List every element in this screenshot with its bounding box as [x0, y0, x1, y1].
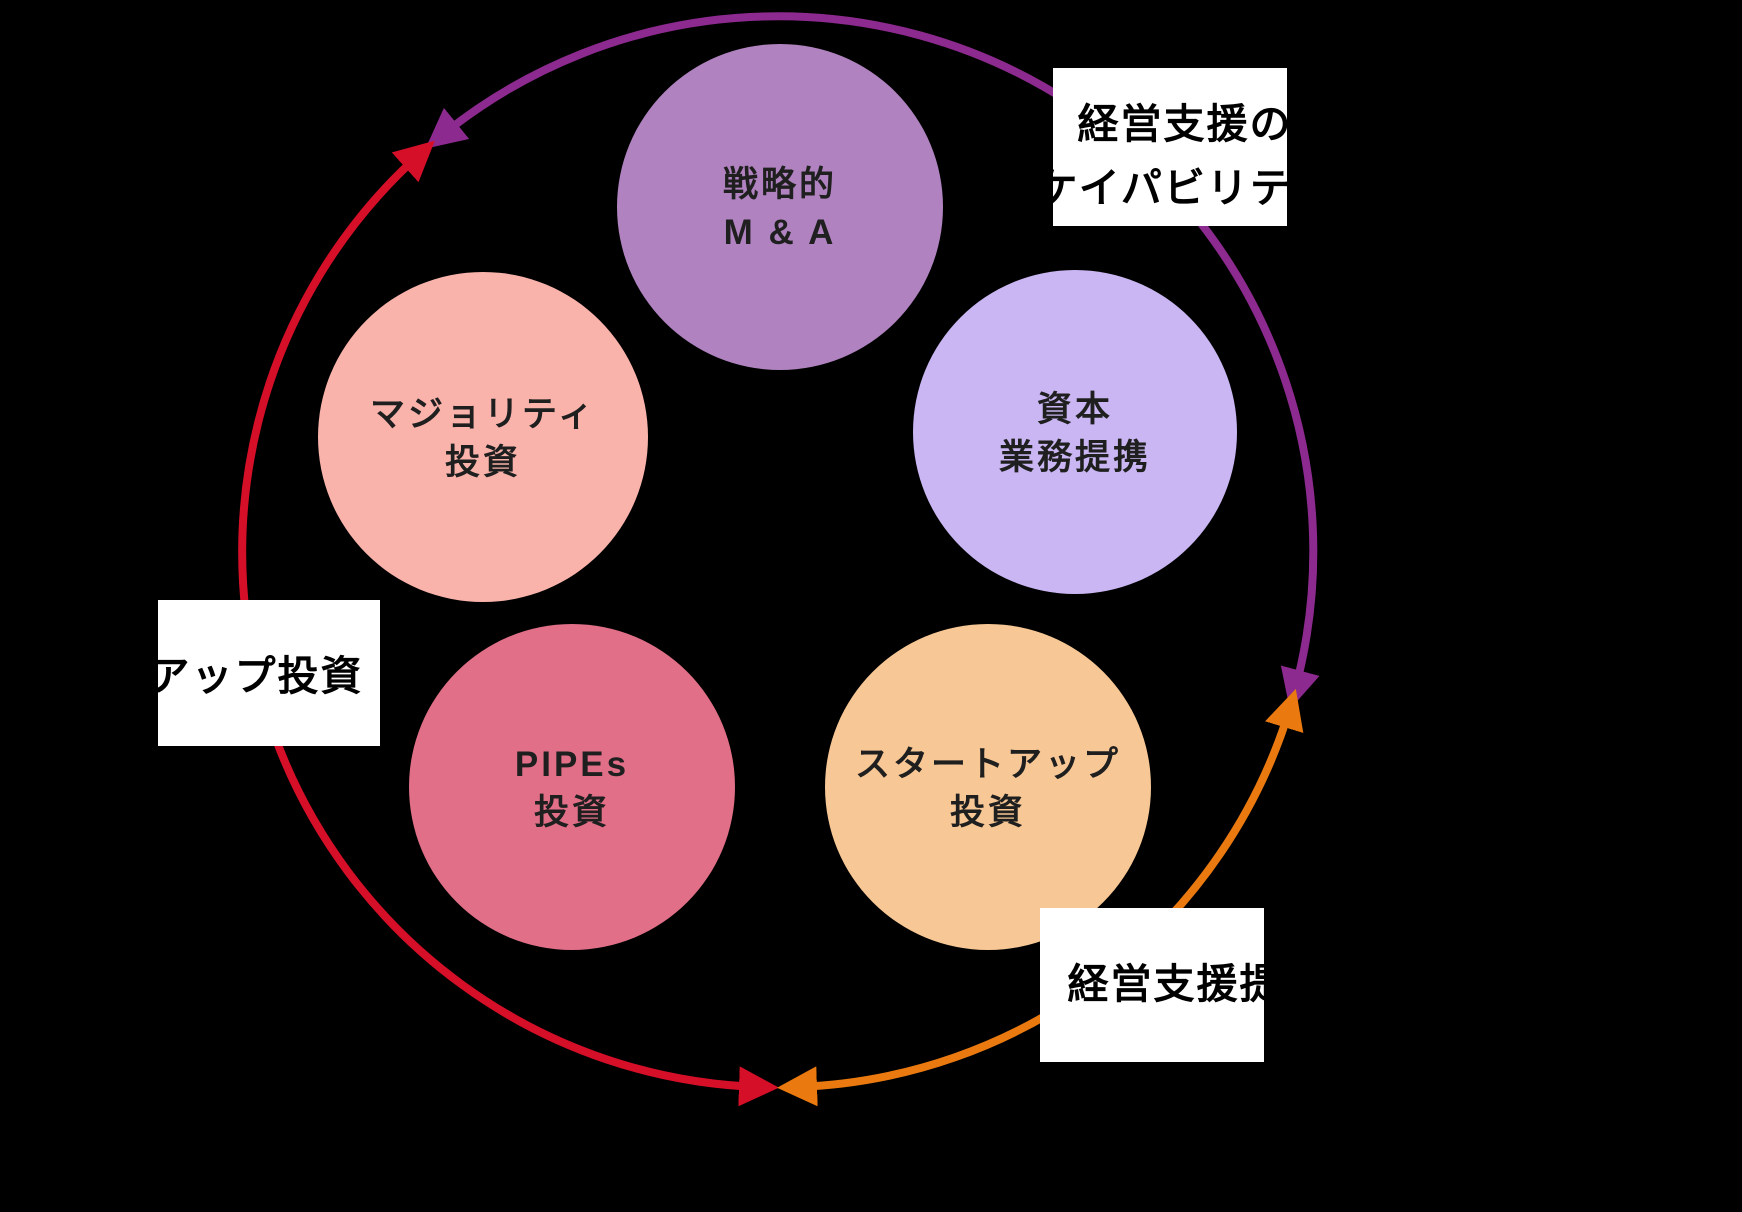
callout-support-provision-line1: 経営支援提 — [1068, 961, 1283, 1007]
node-capital-alliance-label-line2: 業務提携 — [999, 438, 1151, 477]
circle-majority-investment — [318, 272, 648, 602]
circle-capital-alliance — [913, 270, 1237, 594]
node-majority-investment-label-line1: マジョリティ — [370, 395, 596, 434]
node-pipes-investment-label-line1: PIPEs — [515, 745, 629, 784]
node-pipes-investment-label-line2: 投資 — [534, 793, 610, 832]
callout-capability-line2: ケイパビリティ — [1037, 165, 1334, 211]
circle-startup-investment — [825, 624, 1151, 950]
node-majority-investment-label-line2: 投資 — [445, 443, 521, 482]
node-capital-alliance-label-line1: 資本 — [1037, 390, 1113, 429]
node-capital-alliance: 資本 業務提携 — [913, 270, 1237, 594]
node-strategic-ma-label-line1: 戦略的 — [723, 165, 837, 204]
callout-capability-line1: 経営支援の — [1078, 101, 1293, 147]
callout-up-investment: アップ投資 — [149, 600, 380, 746]
node-strategic-ma-label-line2: M & A — [724, 213, 837, 252]
circle-pipes-investment — [409, 624, 735, 950]
node-startup-investment-label-line2: 投資 — [950, 793, 1026, 832]
callout-up-investment-box — [158, 600, 380, 746]
node-majority-investment: マジョリティ 投資 — [318, 272, 648, 602]
callout-up-investment-line1: アップ投資 — [149, 653, 364, 699]
circle-strategic-ma — [617, 44, 943, 370]
node-pipes-investment: PIPEs 投資 — [409, 624, 735, 950]
node-startup-investment: スタートアップ 投資 — [825, 624, 1151, 950]
node-startup-investment-label-line1: スタートアップ — [855, 745, 1121, 784]
callout-capability-box — [1053, 68, 1287, 226]
callout-support-provision: 経営支援提 — [1040, 908, 1283, 1062]
callout-capability: 経営支援の ケイパビリティ — [1037, 68, 1334, 226]
callout-support-provision-box — [1040, 908, 1264, 1062]
node-strategic-ma: 戦略的 M & A — [617, 44, 943, 370]
